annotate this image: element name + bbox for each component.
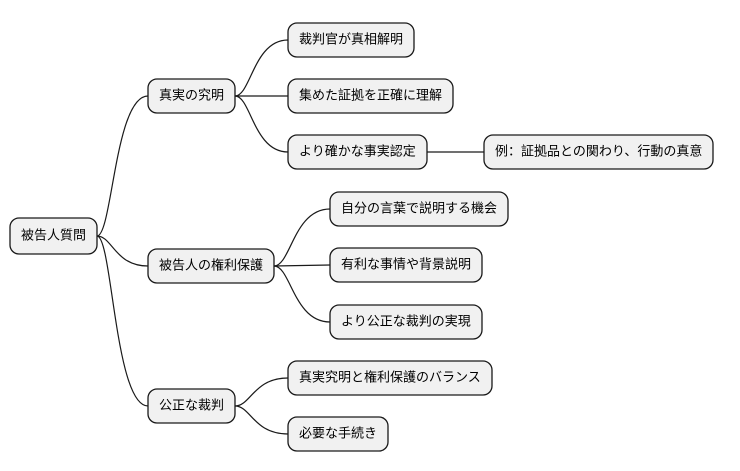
node-label: 公正な裁判	[159, 398, 224, 414]
node-box	[9, 217, 98, 255]
node-b1-2: 集めた証拠を正確に理解	[287, 78, 454, 114]
edge-b2-b2-3	[273, 265, 331, 323]
node-b2: 被告人の権利保護	[147, 248, 275, 284]
edges	[96, 39, 484, 435]
node-label: 真実の究明	[159, 88, 224, 104]
node-label: 裁判官が真相解明	[299, 32, 403, 48]
node-box	[329, 247, 483, 283]
node-box	[147, 248, 275, 284]
node-box	[287, 416, 389, 452]
node-label: 有利な事情や背景説明	[341, 257, 471, 273]
edge-root-b2	[96, 235, 149, 267]
node-label: 集めた証拠を正確に理解	[299, 88, 442, 104]
edge-b3-b3-1	[234, 377, 289, 407]
edge-b2-b2-2	[273, 264, 331, 267]
node-box	[287, 78, 454, 114]
node-root: 被告人質問	[9, 217, 98, 255]
node-b3: 公正な裁判	[147, 388, 236, 424]
node-label: より確かな事実認定	[299, 144, 416, 160]
node-box	[329, 191, 509, 227]
node-box	[287, 134, 428, 170]
node-label: より公正な裁判の実現	[341, 314, 471, 330]
node-box	[147, 388, 236, 424]
node-b1-1: 裁判官が真相解明	[287, 22, 415, 58]
node-box	[287, 360, 493, 396]
node-label: 真実究明と権利保護のバランス	[299, 370, 481, 386]
node-b1-3: より確かな事実認定	[287, 134, 428, 170]
edge-root-b1	[96, 95, 149, 237]
node-box	[329, 304, 483, 340]
node-label: 例：証拠品との関わり、行動の真意	[495, 144, 702, 160]
node-b2-1: 自分の言葉で説明する機会	[329, 191, 509, 227]
edge-b2-b2-1	[273, 208, 331, 267]
node-box	[483, 134, 714, 170]
node-box	[147, 78, 236, 114]
node-b2-2: 有利な事情や背景説明	[329, 247, 483, 283]
node-b1-3-1: 例：証拠品との関わり、行動の真意	[483, 134, 714, 170]
node-b3-2: 必要な手続き	[287, 416, 389, 452]
node-box	[287, 22, 415, 58]
edge-b3-b3-2	[234, 405, 289, 435]
node-label: 被告人の権利保護	[159, 258, 263, 274]
node-b2-3: より公正な裁判の実現	[329, 304, 483, 340]
edge-b1-b1-3	[234, 95, 289, 153]
node-label: 被告人質問	[21, 229, 86, 244]
node-b1: 真実の究明	[147, 78, 236, 114]
node-b3-1: 真実究明と権利保護のバランス	[287, 360, 493, 396]
edge-b1-b1-1	[234, 39, 289, 97]
node-label: 必要な手続き	[299, 427, 377, 442]
edge-root-b3	[96, 235, 149, 407]
node-label: 自分の言葉で説明する機会	[341, 201, 497, 217]
